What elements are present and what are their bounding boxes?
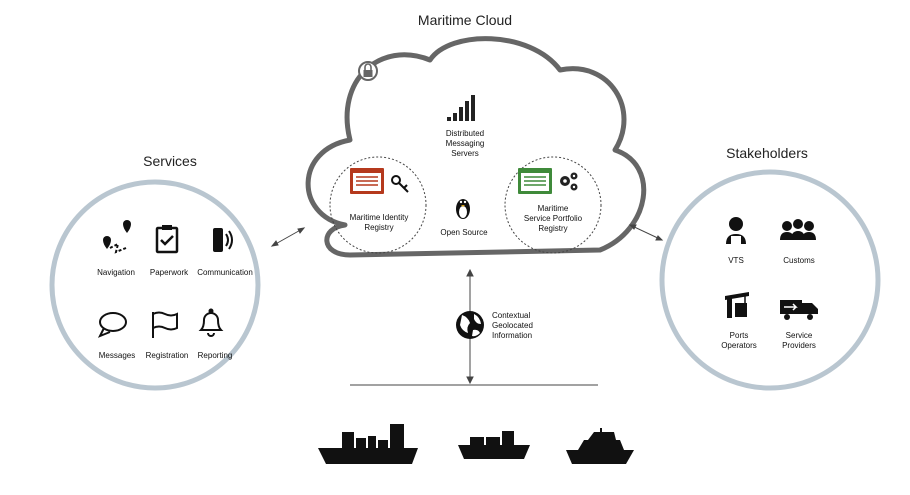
identity-registry-label: Maritime Identity Registry xyxy=(349,213,409,232)
service-label-registration: Registration xyxy=(145,351,189,360)
paperwork-icon xyxy=(155,225,179,254)
portfolio-registry-label: Maritime Service Portfolio Registry xyxy=(523,204,583,233)
services-ring xyxy=(49,179,261,391)
portfolio-card-icon xyxy=(518,168,552,194)
stakeholders-connector xyxy=(629,224,663,241)
lock-icon xyxy=(358,61,378,81)
service-label-messages: Messages xyxy=(98,351,136,360)
key-icon xyxy=(391,175,409,193)
messages-icon xyxy=(97,312,127,338)
container-ship-icon xyxy=(458,431,530,459)
cloud-shape xyxy=(305,36,647,258)
cargo-ship-icon xyxy=(318,424,418,464)
navigation-icon xyxy=(103,220,131,254)
signal-bars-icon xyxy=(447,95,475,121)
customs-officers-icon xyxy=(780,219,816,240)
service-label-navigation: Navigation xyxy=(97,268,135,277)
reporting-bell-icon xyxy=(198,308,224,337)
stakeholder-label-customs: Customs xyxy=(783,256,815,265)
stakeholder-label-ports-operators: Ports Operators xyxy=(721,331,757,350)
services-title: Services xyxy=(143,153,197,169)
messaging-servers-label: Distributed Messaging Servers xyxy=(445,129,485,158)
open-source-label: Open Source xyxy=(440,228,488,237)
service-truck-icon xyxy=(780,300,818,320)
globe-icon xyxy=(456,311,484,339)
vts-operator-icon xyxy=(726,217,746,244)
communication-icon xyxy=(213,228,233,252)
service-label-reporting: Reporting xyxy=(197,351,233,360)
port-crane-icon xyxy=(725,292,749,318)
stakeholders-ring xyxy=(659,169,881,391)
gears-icon xyxy=(560,172,578,191)
service-label-communication: Communication xyxy=(197,268,253,277)
identity-card-icon xyxy=(350,168,384,194)
linux-penguin-icon xyxy=(456,199,470,219)
portfolio-registry-circle xyxy=(504,156,602,254)
stakeholder-label-service-providers: Service Providers xyxy=(782,331,816,350)
geolocated-info-label: Contextual Geolocated Information xyxy=(492,311,533,340)
stakeholders-title: Stakeholders xyxy=(726,145,808,161)
stakeholder-label-vts: VTS xyxy=(728,256,744,265)
identity-registry-circle xyxy=(329,156,427,254)
service-label-paperwork: Paperwork xyxy=(149,268,189,277)
registration-icon xyxy=(152,311,178,338)
passenger-ship-icon xyxy=(566,428,634,464)
cloud-title: Maritime Cloud xyxy=(417,12,513,28)
